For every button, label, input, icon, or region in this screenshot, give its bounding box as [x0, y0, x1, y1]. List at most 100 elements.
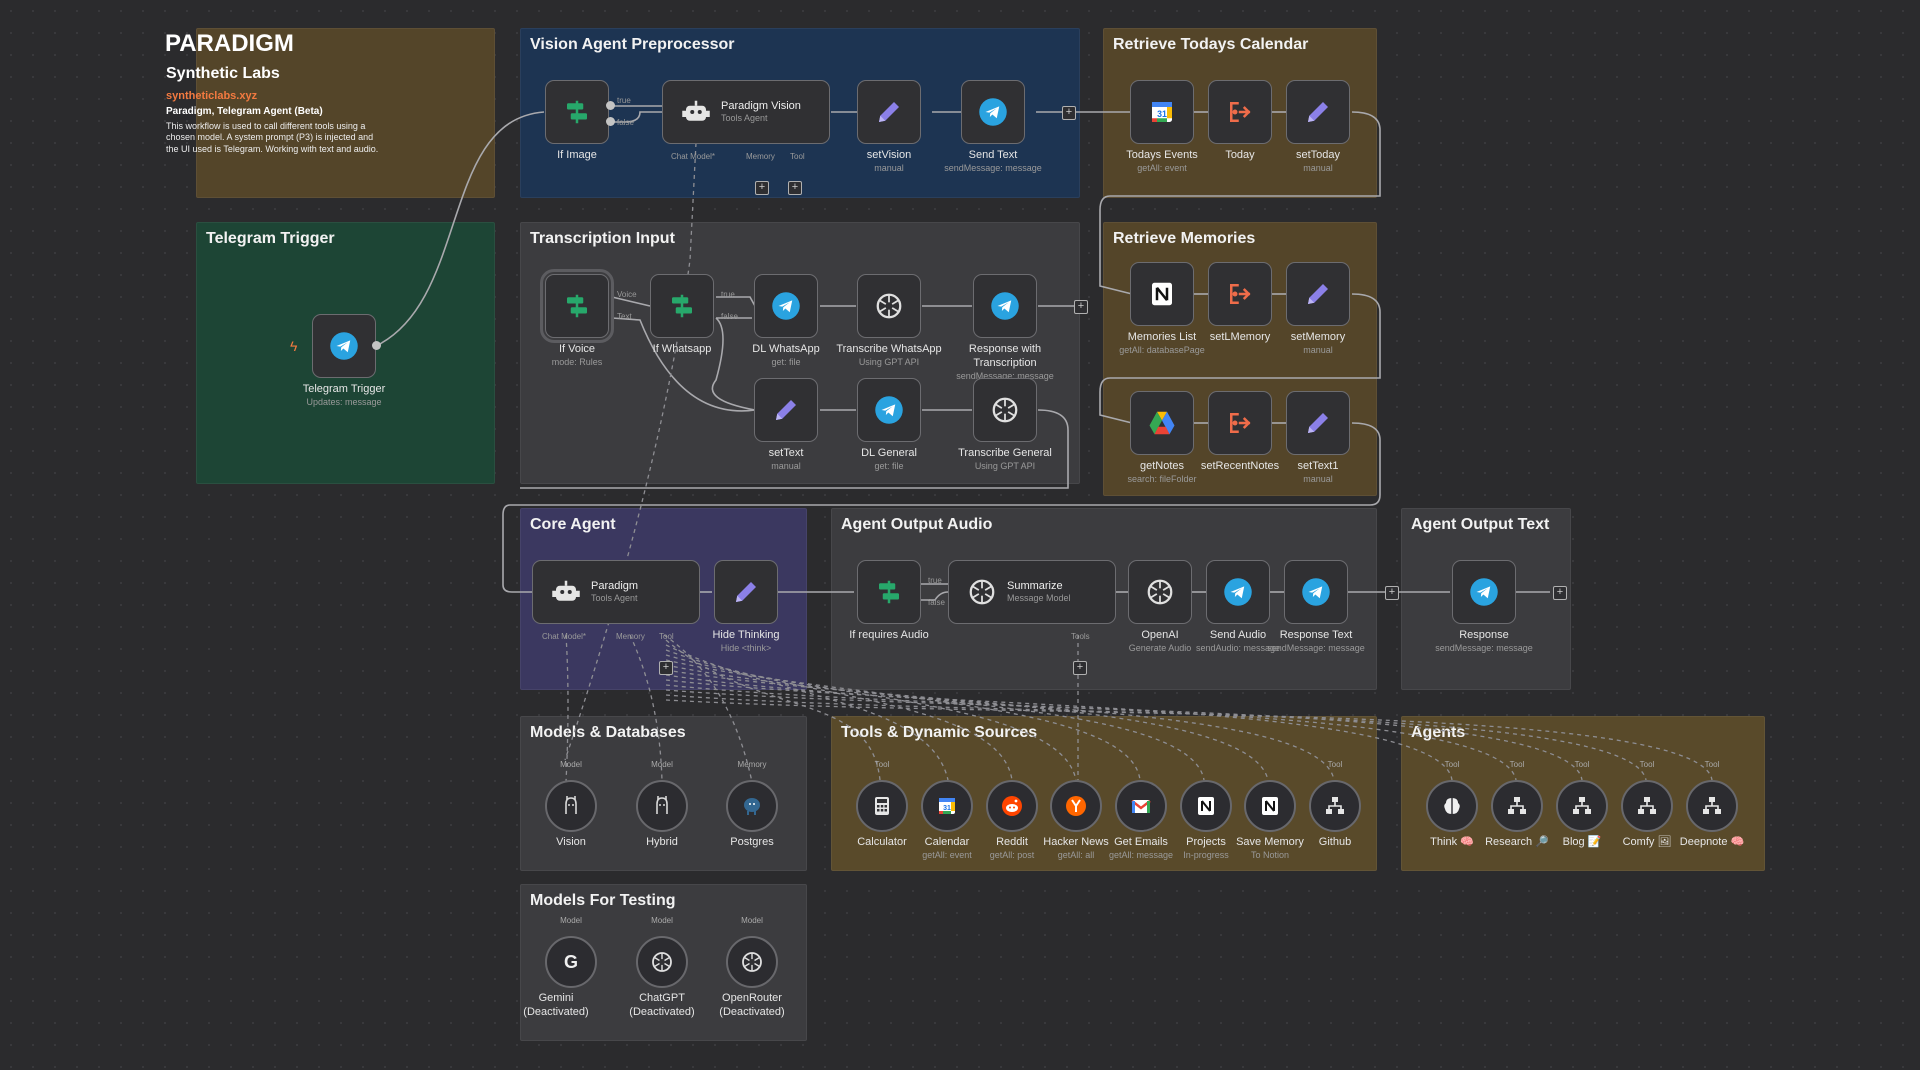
- model-openrouter[interactable]: [726, 936, 778, 988]
- node-set-vision[interactable]: [857, 80, 921, 144]
- add-tool-button[interactable]: +: [788, 181, 802, 195]
- node-get-notes[interactable]: [1130, 391, 1194, 455]
- node-hide-thinking[interactable]: [714, 560, 778, 624]
- output-label-voice: Voice: [617, 290, 637, 299]
- tool-reddit[interactable]: [986, 780, 1038, 832]
- node-if-requires-audio[interactable]: [857, 560, 921, 624]
- output-handle[interactable]: [606, 101, 615, 110]
- node-set-text1[interactable]: [1286, 391, 1350, 455]
- node-label: Comfy 🖼: [1622, 836, 1672, 848]
- switch-icon: [672, 294, 692, 318]
- sub-node-vision[interactable]: [545, 780, 597, 832]
- openai-icon: [876, 293, 902, 319]
- node-today[interactable]: [1208, 80, 1272, 144]
- model-gemini[interactable]: [545, 936, 597, 988]
- node-send-text[interactable]: [961, 80, 1025, 144]
- tool-calendar[interactable]: [921, 780, 973, 832]
- node-set-text[interactable]: [754, 378, 818, 442]
- add-node-button[interactable]: +: [1062, 106, 1076, 120]
- node-set-l-memory[interactable]: [1208, 262, 1272, 326]
- node-subtitle: Tools Agent: [591, 593, 638, 604]
- node-set-recent-notes[interactable]: [1208, 391, 1272, 455]
- node-label: OpenRouter (Deactivated): [719, 992, 785, 1018]
- tool-get-emails[interactable]: [1115, 780, 1167, 832]
- output-label-true: true: [617, 96, 631, 105]
- node-if-whatsapp[interactable]: [650, 274, 714, 338]
- node-telegram-trigger[interactable]: [312, 314, 376, 378]
- node-memories-list[interactable]: [1130, 262, 1194, 326]
- sub-node-tag: Model: [560, 760, 582, 769]
- node-if-image[interactable]: [545, 80, 609, 144]
- telegram-icon: [1302, 578, 1330, 606]
- port-label: Tool: [790, 152, 805, 161]
- brand-url[interactable]: syntheticlabs.xyz: [166, 90, 258, 102]
- node-todays-events[interactable]: [1130, 80, 1194, 144]
- sub-node-hybrid[interactable]: [636, 780, 688, 832]
- agent-deepnote[interactable]: [1686, 780, 1738, 832]
- node-dl-general[interactable]: [857, 378, 921, 442]
- pencil-icon: [776, 400, 796, 420]
- calculator-icon: [875, 797, 889, 815]
- tool-calculator[interactable]: [856, 780, 908, 832]
- node-response-transcription[interactable]: [973, 274, 1037, 338]
- sub-node-tag: Model: [651, 916, 673, 925]
- add-memory-button[interactable]: +: [755, 181, 769, 195]
- output-label-false: false: [617, 118, 634, 127]
- node-dl-whatsapp[interactable]: [754, 274, 818, 338]
- node-transcribe-general[interactable]: [973, 378, 1037, 442]
- output-handle[interactable]: [606, 117, 615, 126]
- agent-research[interactable]: [1491, 780, 1543, 832]
- sub-node-tag: Model: [741, 916, 763, 925]
- add-tool-button[interactable]: +: [1073, 661, 1087, 675]
- add-node-button[interactable]: +: [1074, 300, 1088, 314]
- brand-title: PARADIGM: [165, 30, 294, 57]
- agent-think[interactable]: [1426, 780, 1478, 832]
- node-set-memory[interactable]: [1286, 262, 1350, 326]
- node-if-voice[interactable]: [540, 269, 614, 343]
- google-calendar-icon: [939, 798, 955, 814]
- node-label: Vision: [556, 836, 586, 848]
- pencil-icon: [1308, 284, 1328, 304]
- hacker-news-icon: [1065, 795, 1087, 817]
- openai-icon: [969, 579, 995, 605]
- add-node-button[interactable]: +: [1553, 586, 1567, 600]
- agent-blog[interactable]: [1556, 780, 1608, 832]
- sub-node-tag: Tool: [1704, 760, 1720, 769]
- group-title: Agent Output Text: [1411, 516, 1550, 533]
- node-response[interactable]: [1452, 560, 1516, 624]
- output-handle[interactable]: [372, 341, 381, 350]
- output-label-false: false: [928, 598, 945, 607]
- model-chatgpt[interactable]: [636, 936, 688, 988]
- node-set-today[interactable]: [1286, 80, 1350, 144]
- output-label-true: true: [721, 290, 735, 299]
- sub-node-postgres[interactable]: [726, 780, 778, 832]
- node-label: Think 🧠: [1430, 836, 1474, 848]
- tool-save-memory[interactable]: [1244, 780, 1296, 832]
- agent-comfy[interactable]: [1621, 780, 1673, 832]
- workflow-icon: [1572, 796, 1592, 815]
- tool-github[interactable]: [1309, 780, 1361, 832]
- pencil-icon: [1308, 102, 1328, 122]
- node-openai[interactable]: [1128, 560, 1192, 624]
- add-node-button[interactable]: +: [1385, 586, 1399, 600]
- node-response-text[interactable]: [1284, 560, 1348, 624]
- tool-hacker-news[interactable]: [1050, 780, 1102, 832]
- node-send-audio[interactable]: [1206, 560, 1270, 624]
- node-label: If requires Audio: [849, 629, 929, 641]
- node-transcribe-whatsapp[interactable]: [857, 274, 921, 338]
- add-tool-button[interactable]: +: [659, 661, 673, 675]
- brain-icon: [1443, 797, 1461, 815]
- group-title: Models For Testing: [530, 892, 676, 909]
- output-label-false: false: [721, 312, 738, 321]
- tool-projects[interactable]: [1180, 780, 1232, 832]
- code-icon: [1228, 102, 1252, 122]
- pencil-icon: [1308, 413, 1328, 433]
- openai-icon: [992, 397, 1018, 423]
